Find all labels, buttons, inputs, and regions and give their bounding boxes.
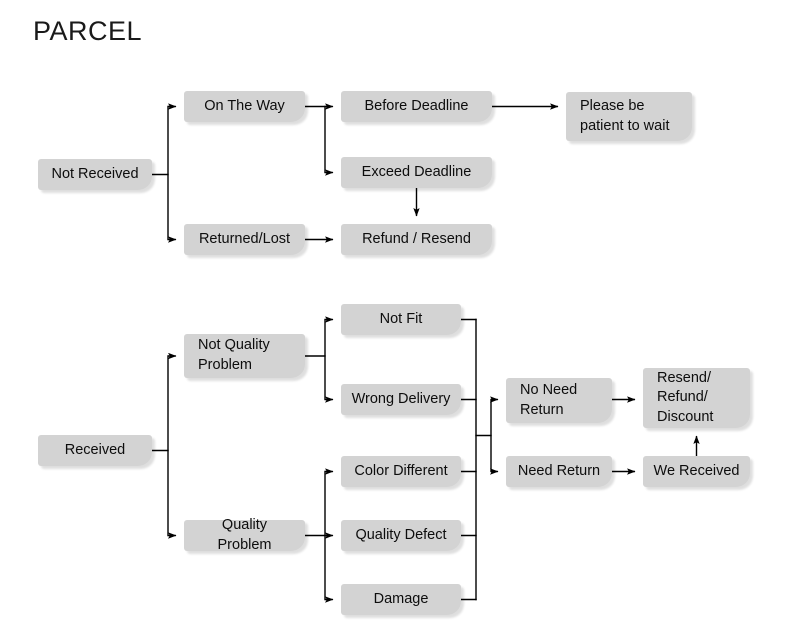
node-label: Refund / Resend — [362, 230, 471, 247]
node-we-received[interactable]: We Received — [643, 456, 750, 487]
node-label: Color Different — [354, 462, 448, 479]
node-label: Need Return — [517, 462, 601, 479]
node-label: Quality Defect — [355, 526, 447, 543]
node-label: Wrong Delivery — [351, 390, 451, 407]
node-label: No Need Return — [520, 381, 578, 418]
node-quality-defect[interactable]: Quality Defect — [341, 520, 461, 551]
node-label: Received — [64, 441, 126, 458]
node-need-return[interactable]: Need Return — [506, 456, 612, 487]
node-refund-resend[interactable]: Refund / Resend — [341, 224, 492, 255]
node-before-deadline[interactable]: Before Deadline — [341, 91, 492, 122]
node-label: Not Received — [51, 165, 139, 182]
node-damage[interactable]: Damage — [341, 584, 461, 615]
node-wrong-delivery[interactable]: Wrong Delivery — [341, 384, 461, 415]
node-label: Please be patient to wait — [580, 97, 670, 134]
page-title: PARCEL — [33, 16, 143, 46]
node-no-need-return[interactable]: No Need Return — [506, 378, 612, 423]
node-exceed-deadline[interactable]: Exceed Deadline — [341, 157, 492, 188]
node-received[interactable]: Received — [38, 435, 152, 466]
node-resend-refund-discount[interactable]: Resend/ Refund/ Discount — [643, 368, 750, 428]
node-not-quality-problem[interactable]: Not Quality Problem — [184, 334, 305, 378]
node-label: Not Fit — [379, 310, 423, 327]
node-label: Returned/Lost — [198, 230, 291, 247]
node-label: Damage — [373, 590, 429, 607]
node-color-different[interactable]: Color Different — [341, 456, 461, 487]
node-not-fit[interactable]: Not Fit — [341, 304, 461, 335]
node-label: Not Quality Problem — [198, 337, 270, 373]
node-label: Before Deadline — [364, 97, 469, 114]
node-not-received[interactable]: Not Received — [38, 159, 152, 190]
node-label: Quality Problem — [217, 516, 272, 553]
node-please-be-patient[interactable]: Please be patient to wait — [566, 92, 692, 141]
node-label: We Received — [653, 462, 740, 479]
node-label: Resend/ Refund/ Discount — [657, 369, 714, 425]
node-label: Exceed Deadline — [361, 163, 472, 180]
node-quality-problem[interactable]: Quality Problem — [184, 517, 305, 553]
node-on-the-way[interactable]: On The Way — [184, 91, 305, 122]
node-label: On The Way — [204, 97, 285, 114]
node-returned-lost[interactable]: Returned/Lost — [184, 224, 305, 255]
